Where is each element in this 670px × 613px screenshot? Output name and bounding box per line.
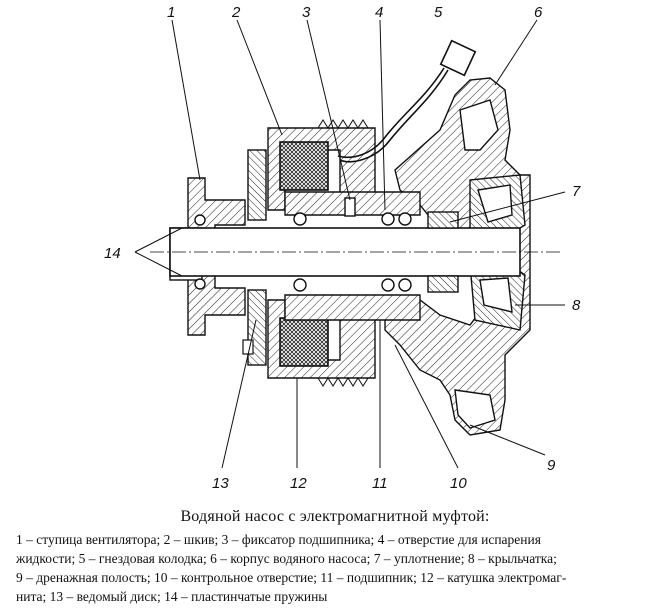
callout-8: 8 bbox=[572, 297, 581, 314]
legend: 1 – ступица вентилятора; 2 – шкив; 3 – ф… bbox=[16, 530, 666, 606]
callout-12: 12 bbox=[290, 475, 307, 492]
callout-3: 3 bbox=[302, 4, 311, 21]
connector-block bbox=[337, 39, 477, 163]
legend-line: 9 – дренажная полость; 10 – контрольное … bbox=[16, 570, 567, 585]
callout-2: 2 bbox=[231, 4, 241, 21]
legend-line: нита; 13 – ведомый диск; 14 – пластинчат… bbox=[16, 589, 328, 604]
bearing-balls bbox=[194, 212, 412, 292]
callout-6: 6 bbox=[534, 4, 543, 21]
diagram-caption: Водяной насос с электромагнитной муфтой: bbox=[180, 508, 490, 525]
spring-bolt bbox=[242, 339, 254, 355]
coil-lower bbox=[279, 317, 329, 367]
callout-4: 4 bbox=[375, 4, 383, 21]
callout-1: 1 bbox=[167, 4, 175, 21]
callout-9: 9 bbox=[547, 457, 556, 474]
leader-lines bbox=[134, 19, 566, 469]
coil-upper bbox=[279, 141, 329, 191]
legend-line: 1 – ступица вентилятора; 2 – шкив; 3 – ф… bbox=[16, 532, 541, 547]
bearing-retainer bbox=[344, 197, 356, 217]
callout-13: 13 bbox=[212, 475, 229, 492]
callout-14: 14 bbox=[104, 245, 121, 262]
callout-10: 10 bbox=[450, 475, 467, 492]
legend-line: жидкости; 5 – гнездовая колодка; 6 – кор… bbox=[16, 551, 557, 566]
callout-11: 11 bbox=[372, 475, 388, 492]
callout-7: 7 bbox=[572, 183, 581, 200]
callout-5: 5 bbox=[434, 4, 443, 21]
water-pump-diagram: 1 2 3 4 5 6 7 8 9 10 11 12 13 14 bbox=[104, 4, 581, 492]
